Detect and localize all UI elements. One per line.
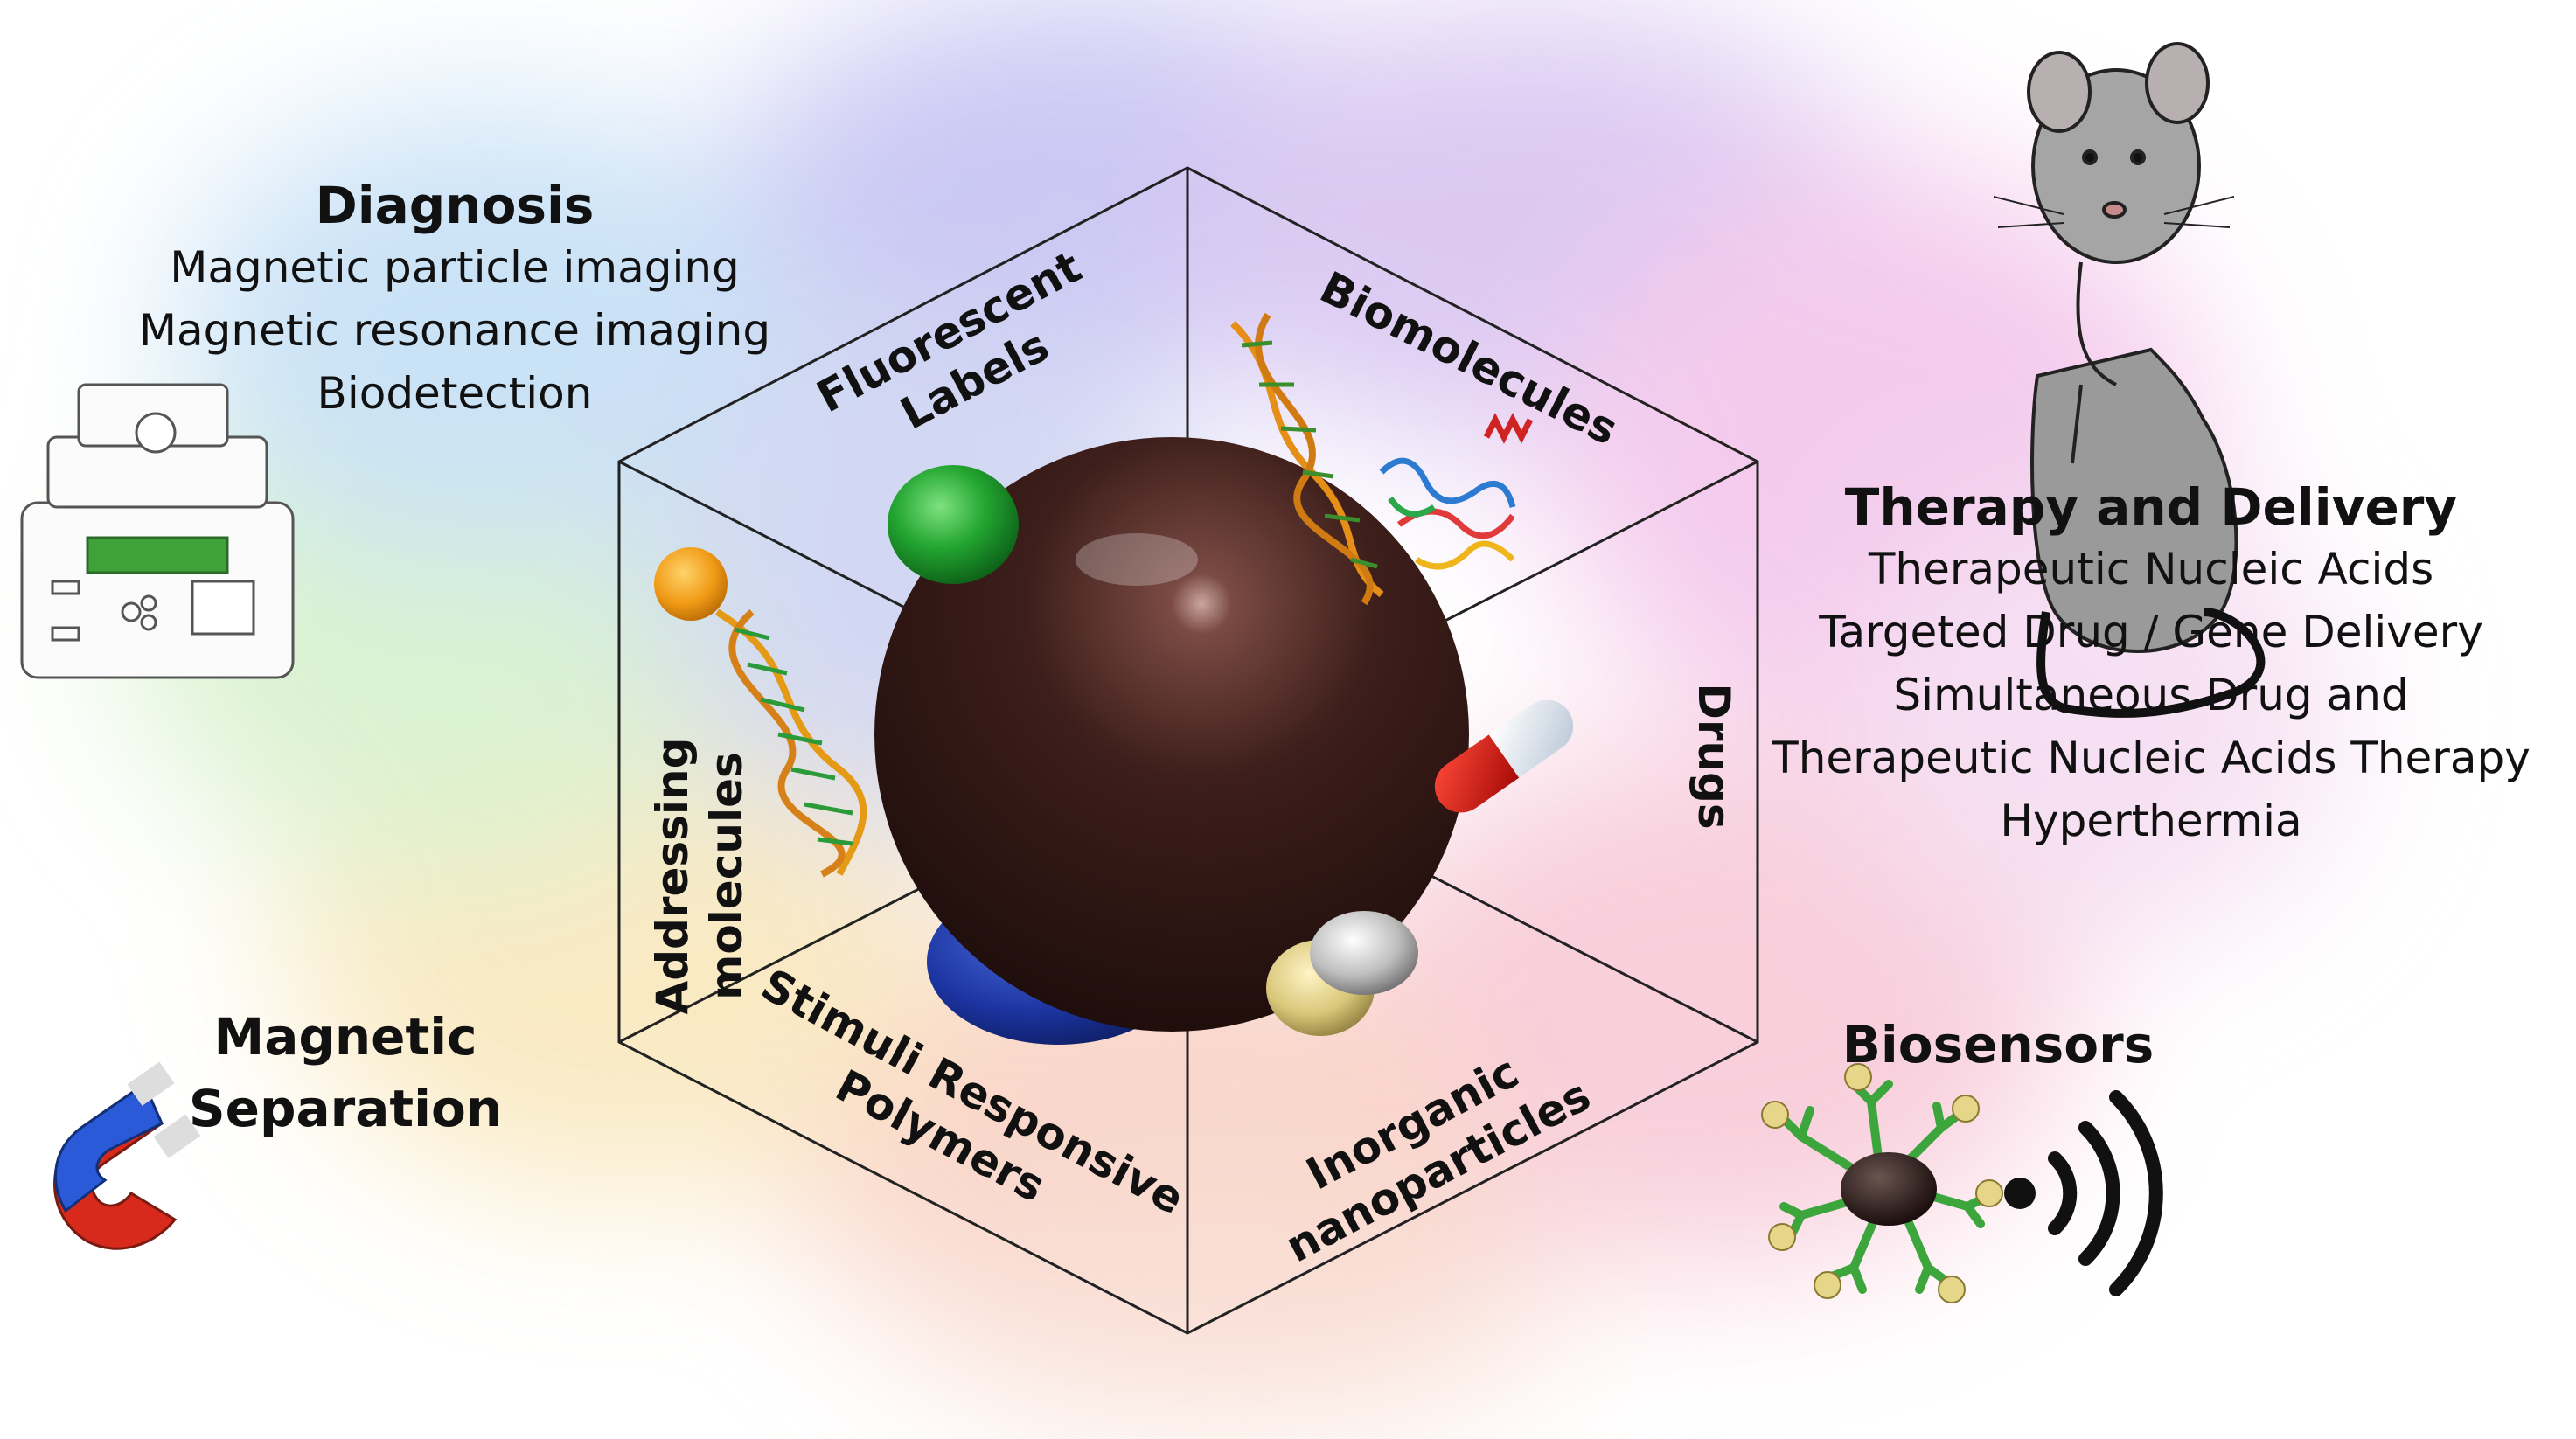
dna-icon (714, 608, 867, 878)
silver-nanoparticle (1310, 911, 1418, 995)
addressing-ball (654, 547, 728, 621)
magnetic-core-sphere (874, 437, 1469, 1032)
diagnosis-item: Biodetection (317, 368, 593, 419)
diagnosis-block: Diagnosis Magnetic particle imaging Magn… (105, 175, 804, 425)
pill-icon (1434, 699, 1574, 813)
magnet-icon (53, 1061, 201, 1250)
diagnosis-title: Diagnosis (315, 176, 595, 235)
face-label-drugs: Drugs (1688, 683, 1739, 830)
fluorescent-label-sphere (888, 465, 1019, 584)
therapy-block: Therapy and Delivery Therapeutic Nucleic… (1766, 476, 2536, 852)
therapy-item: Therapeutic Nucleic Acids (1868, 544, 2434, 594)
therapy-title: Therapy and Delivery (1844, 477, 2458, 537)
therapy-item: Hyperthermia (2000, 796, 2302, 846)
biomolecule-dna-icon (1230, 312, 1384, 606)
mouse-icon (1993, 42, 2266, 718)
thermocycler-icon (20, 383, 295, 679)
therapy-item: Therapeutic Nucleic Acids Therapy (1772, 733, 2531, 783)
diagnosis-item: Magnetic resonance imaging (138, 305, 771, 356)
biosensors-title: Biosensors (1841, 1015, 2155, 1074)
protein-icon (1379, 413, 1534, 570)
diagnosis-item: Magnetic particle imaging (170, 242, 740, 293)
signal-waves-icon (2004, 1090, 2163, 1296)
separation-block: Magnetic Separation (166, 1001, 525, 1144)
therapy-item: Targeted Drug / Gene Delivery (1819, 607, 2483, 657)
separation-line-1: Magnetic (213, 1007, 477, 1067)
therapy-item: Simultaneous Drug and (1893, 670, 2409, 720)
separation-line-2: Separation (188, 1079, 503, 1138)
